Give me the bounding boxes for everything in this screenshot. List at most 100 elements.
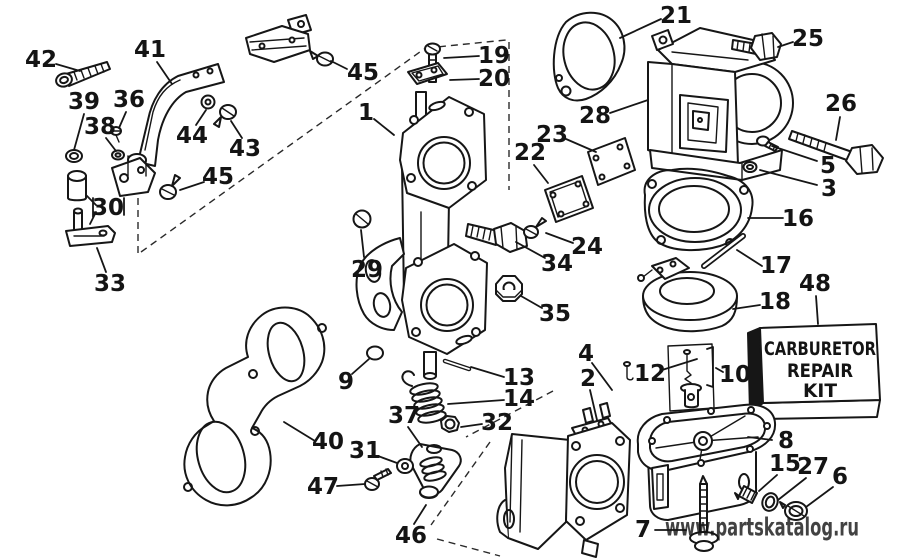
callout-37: 37 bbox=[388, 403, 420, 429]
leader-39 bbox=[73, 113, 85, 151]
leader-25 bbox=[777, 41, 794, 48]
part-46-plug bbox=[419, 485, 439, 499]
callout-1: 1 bbox=[358, 100, 374, 126]
dash-line-yoke-upper bbox=[465, 390, 554, 438]
leader-23 bbox=[565, 138, 597, 153]
callout-13: 13 bbox=[503, 365, 535, 391]
leader-34 bbox=[515, 241, 546, 259]
callout-30: 30 bbox=[92, 195, 124, 221]
dash-line-bottom bbox=[436, 538, 501, 557]
part-47-screw bbox=[364, 468, 392, 491]
leader-5 bbox=[771, 145, 818, 162]
callout-47: 47 bbox=[307, 474, 339, 500]
leader-24 bbox=[545, 232, 574, 244]
callout-39: 39 bbox=[68, 89, 100, 115]
part-21-gasket bbox=[552, 11, 626, 102]
dash-line-diagonal-left bbox=[140, 48, 425, 253]
leader-18 bbox=[732, 304, 761, 310]
callout-10: 10 bbox=[719, 362, 751, 388]
leader-3 bbox=[759, 169, 818, 186]
callout-33: 33 bbox=[94, 271, 126, 297]
leader-40 bbox=[283, 421, 316, 442]
part-4-needle-clip bbox=[623, 361, 634, 381]
part-35-nut bbox=[495, 275, 523, 302]
repair-kit-line-2: REPAIR bbox=[787, 360, 853, 382]
part-41-lever bbox=[111, 63, 225, 197]
part-43-screw bbox=[213, 104, 237, 128]
callout-12: 12 bbox=[634, 361, 666, 387]
leader-31 bbox=[377, 455, 398, 464]
callout-22: 22 bbox=[514, 140, 546, 166]
callout-numbers: 42 41 39 36 38 44 43 45 30 33 45 1 19 20… bbox=[25, 3, 857, 549]
part-39-washer bbox=[65, 149, 83, 163]
callout-26: 26 bbox=[825, 91, 857, 117]
leader-38 bbox=[105, 137, 117, 152]
part-5-bolt bbox=[756, 135, 779, 152]
part-40-gasket bbox=[183, 306, 327, 507]
part-drawings bbox=[55, 11, 884, 558]
leader-33 bbox=[96, 247, 107, 273]
callout-20: 20 bbox=[478, 66, 510, 92]
leader-4 bbox=[591, 362, 613, 391]
callout-46: 46 bbox=[395, 523, 427, 549]
callout-38: 38 bbox=[84, 114, 116, 140]
callout-17: 17 bbox=[760, 253, 792, 279]
dash-line-yoke-lower bbox=[430, 441, 491, 526]
part-38-nut bbox=[111, 149, 125, 161]
part-26-bolt bbox=[788, 130, 884, 175]
part-14-spring bbox=[401, 370, 447, 424]
leader-27 bbox=[777, 477, 807, 501]
part-roller-link bbox=[245, 14, 312, 63]
part-27-oring bbox=[761, 492, 779, 512]
part-42-screw bbox=[55, 61, 111, 88]
leader-47 bbox=[336, 483, 366, 487]
callout-48: 48 bbox=[799, 271, 831, 297]
callout-28: 28 bbox=[579, 103, 611, 129]
leader-43 bbox=[230, 120, 243, 139]
leader-28 bbox=[609, 99, 649, 114]
part-31-washer bbox=[396, 458, 414, 474]
leader-37 bbox=[407, 426, 423, 448]
callout-42: 42 bbox=[25, 47, 57, 73]
part-45-screw-top bbox=[309, 50, 334, 67]
callout-14: 14 bbox=[503, 386, 535, 412]
callout-2: 2 bbox=[580, 366, 596, 392]
callout-40: 40 bbox=[312, 429, 344, 455]
part-23-plate bbox=[587, 137, 636, 186]
callout-21: 21 bbox=[660, 3, 692, 29]
part-29-plug bbox=[352, 209, 372, 229]
callout-24: 24 bbox=[571, 234, 603, 260]
leader-1 bbox=[373, 118, 395, 136]
leader-35 bbox=[520, 295, 543, 309]
part-45-screw-left bbox=[159, 174, 181, 200]
part-24-screw bbox=[523, 217, 547, 239]
callout-15: 15 bbox=[769, 451, 801, 477]
leader-29 bbox=[360, 229, 365, 258]
callout-32: 32 bbox=[481, 410, 513, 436]
leader-19 bbox=[443, 55, 480, 59]
callout-45-top: 45 bbox=[347, 60, 379, 86]
part-6-screw bbox=[779, 501, 808, 521]
part-18-float bbox=[637, 257, 738, 333]
leader-32 bbox=[460, 423, 483, 428]
leader-36 bbox=[118, 111, 127, 129]
part-10-12-needle-seat-kit bbox=[667, 343, 715, 412]
leader-14 bbox=[447, 399, 505, 405]
leader-42 bbox=[55, 63, 81, 72]
leader-45-left bbox=[179, 181, 205, 191]
callout-9: 9 bbox=[338, 369, 354, 395]
callout-5: 5 bbox=[820, 153, 836, 179]
part-16-gasket bbox=[643, 167, 754, 252]
callout-4: 4 bbox=[578, 341, 594, 367]
callout-18: 18 bbox=[759, 289, 791, 315]
part-37-yoke bbox=[409, 443, 462, 495]
part-28-carburetor-body-top bbox=[647, 27, 794, 181]
part-36-screw bbox=[110, 126, 122, 143]
leader-45-top bbox=[330, 60, 348, 70]
callout-41: 41 bbox=[134, 37, 166, 63]
watermark-text: www.partskatalog.ru bbox=[665, 513, 859, 542]
repair-kit-label: CARBURETOR REPAIR KIT bbox=[764, 338, 876, 402]
part-17-rod bbox=[701, 233, 746, 269]
